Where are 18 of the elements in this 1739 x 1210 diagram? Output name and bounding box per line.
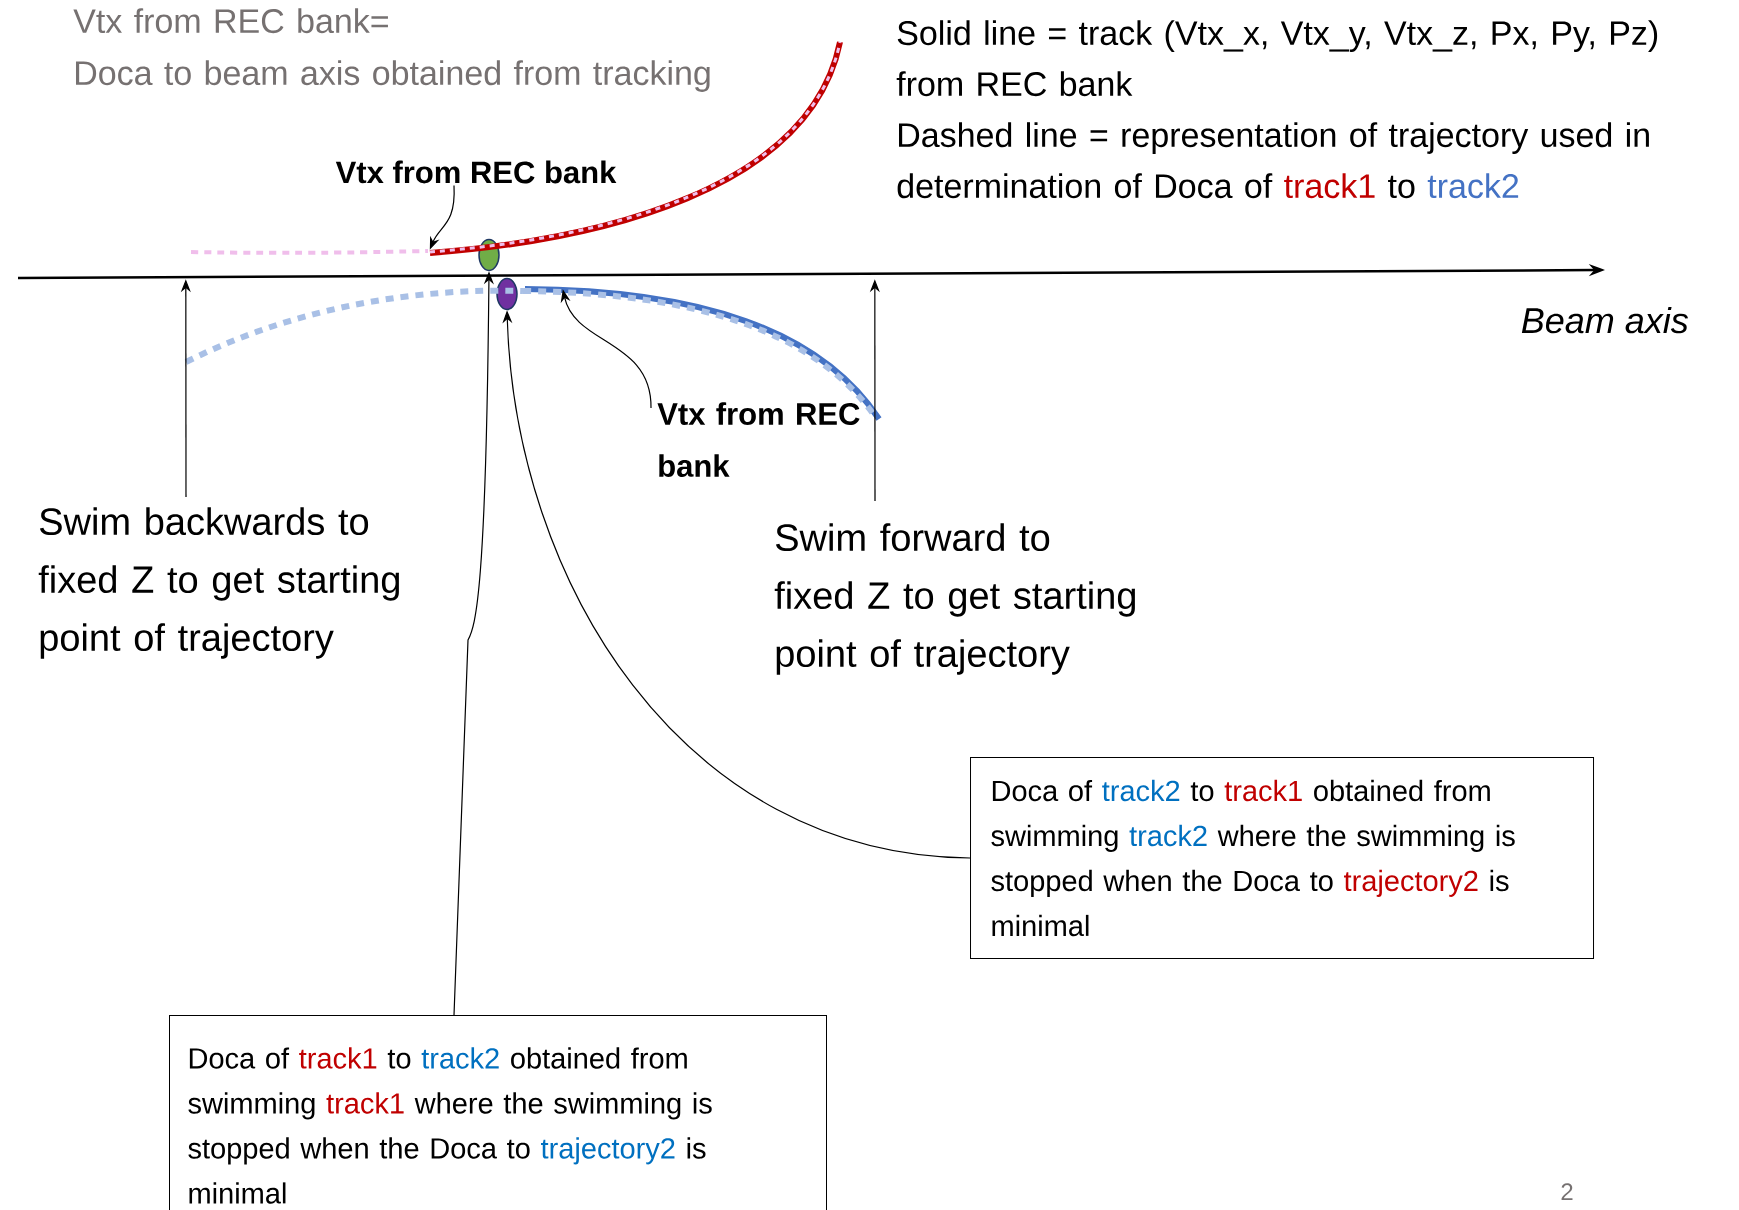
note-text: Vtx from REC bank= Doca to beam axis obtained from tracking xyxy=(73,8,710,92)
axis-label: Beam axis xyxy=(1521,306,1688,334)
legend-text: Solid line = track (Vtx_x, Vtx_y, Vtx_z, Px, Py, Pz) from REC bank xyxy=(896,20,1658,97)
label: determination of Doca of xyxy=(897,173,1273,199)
vertex-marker xyxy=(496,277,518,311)
label: track2 xyxy=(1427,173,1519,199)
vertex-label: Vtx from REC bank xyxy=(657,402,860,477)
label: to xyxy=(1388,175,1415,199)
annotation-text: Swim forward to fixed Z to get starting point of trajectory xyxy=(774,523,1135,675)
page-number: 2 xyxy=(1561,1183,1573,1200)
legend-text: Dashed line = representation of trajectory used in determination of Doca of track1 to track2 xyxy=(897,122,1649,199)
vertex-marker xyxy=(478,238,500,272)
label: track1 xyxy=(1284,173,1375,199)
label: Dashed line = representation of trajectory used in xyxy=(899,122,1649,154)
vertex-label: Vtx from REC bank xyxy=(335,160,617,184)
callout-box: Doca of track2 to track1 obtained from swimming track2 where the swimming is stopped when the Doca to trajectory2 is minimal xyxy=(970,757,1594,959)
annotation-text: Swim backwards to fixed Z to get starting point of trajectory xyxy=(38,507,399,659)
callout-box: Doca of track1 to track2 obtained from swimming track1 where the swimming is stopped when the Doca to trajectory2 is minimal xyxy=(169,1015,827,1210)
